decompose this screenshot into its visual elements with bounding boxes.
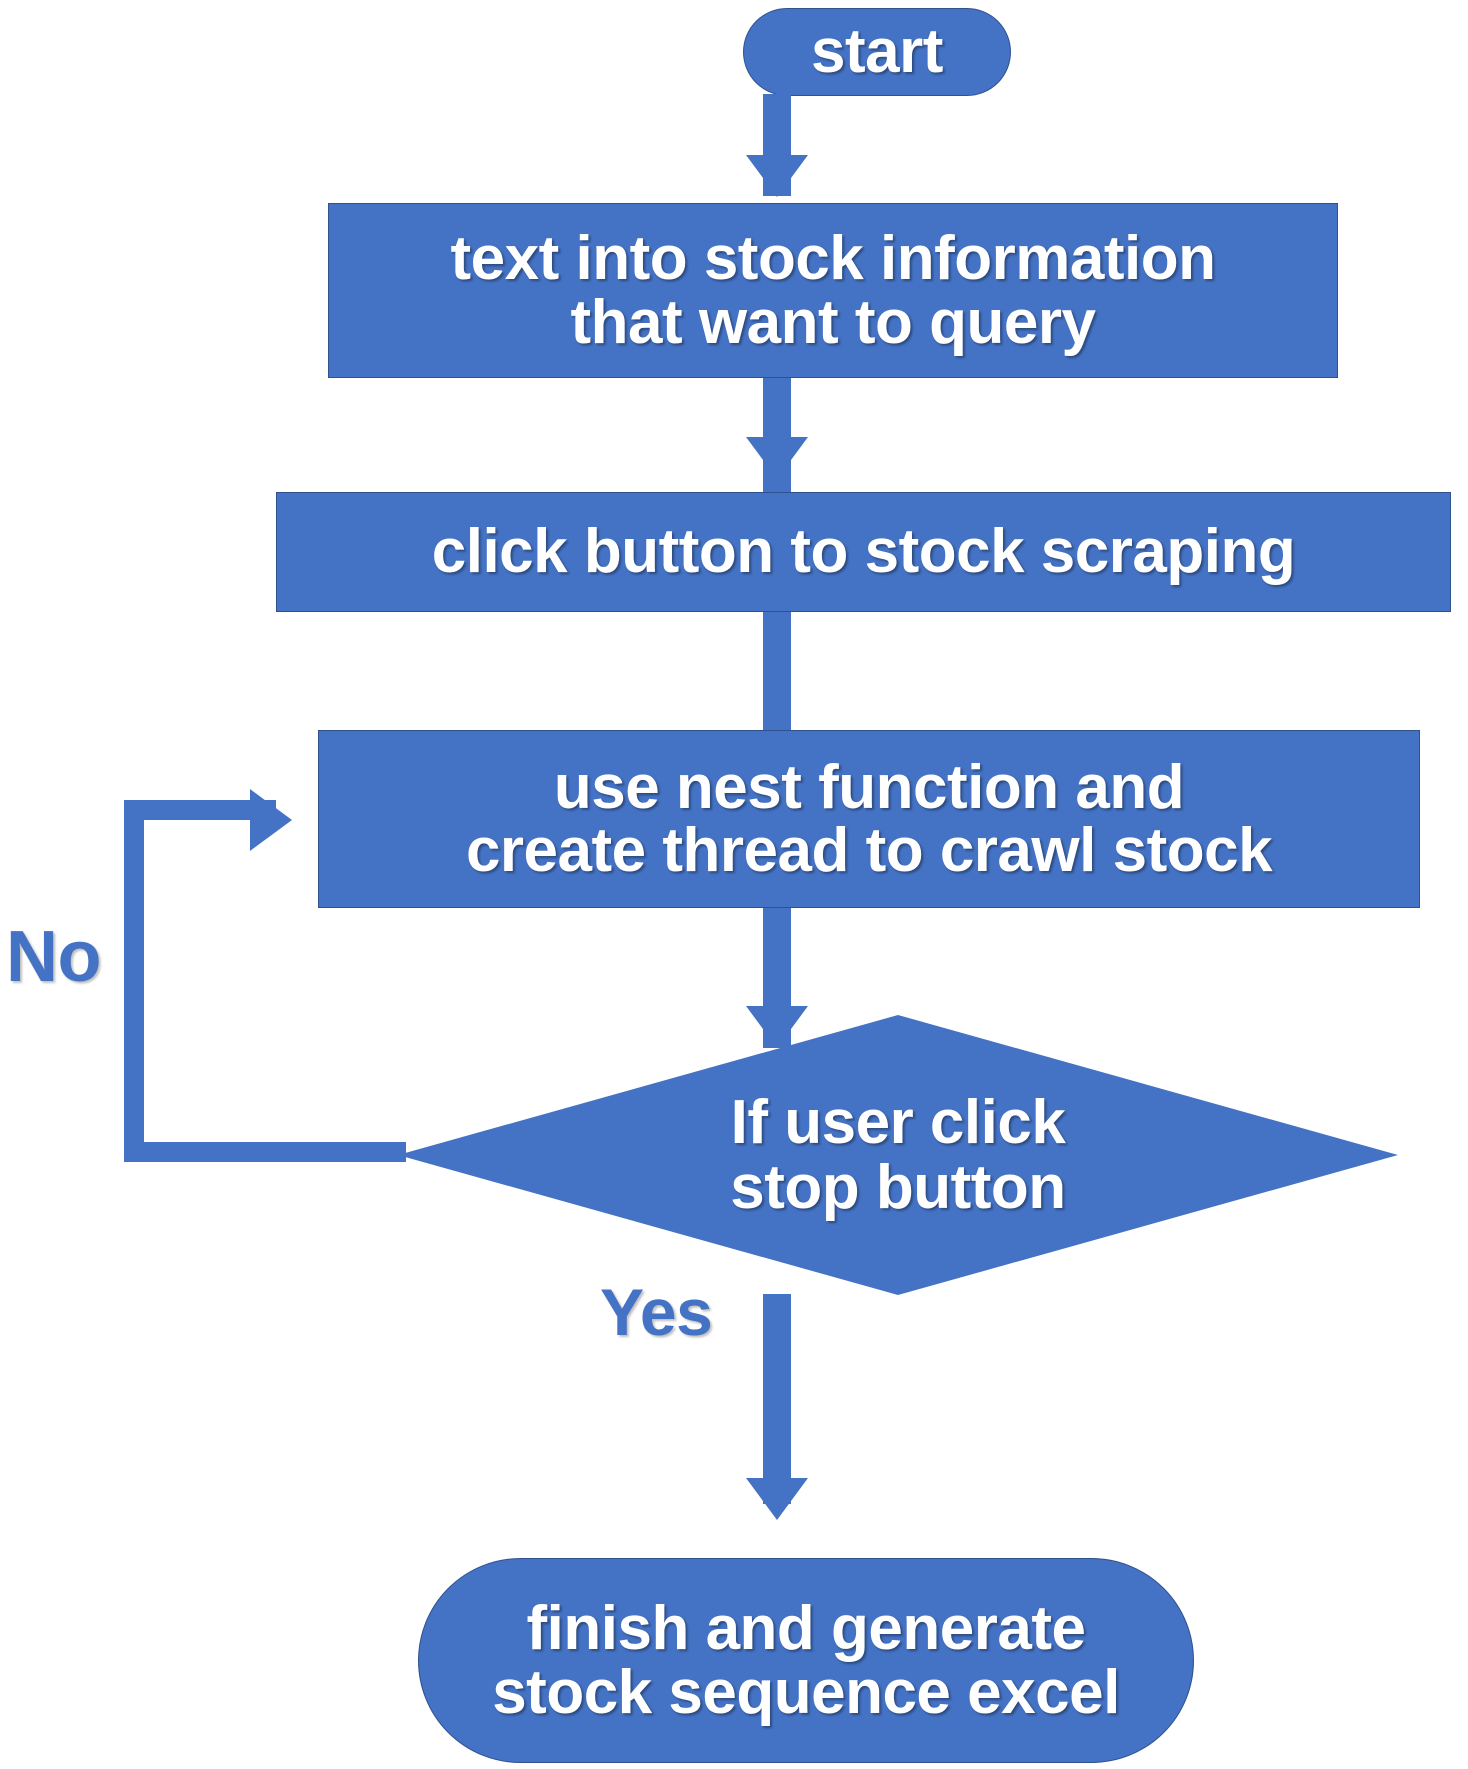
arrowhead-input-to-click	[746, 437, 808, 479]
node-crawl-stock[interactable]: use nest function and create thread to c…	[318, 730, 1420, 908]
node-click-button-scraping[interactable]: click button to stock scraping	[276, 492, 1451, 612]
connector-yes-vertical	[763, 1294, 791, 1504]
node-input-stock-information[interactable]: text into stock information that want to…	[328, 203, 1338, 378]
arrowhead-no-into-crawl	[250, 789, 292, 851]
arrowhead-start-to-input	[746, 155, 808, 197]
node-finish-generate-excel[interactable]: finish and generate stock sequence excel	[418, 1558, 1194, 1763]
connector-no-horizontal-lower	[124, 1142, 406, 1162]
node-decision-stop-button[interactable]: If user click stop button	[398, 1015, 1398, 1295]
connector-no-horizontal-upper	[124, 800, 276, 820]
node-decision-label: If user click stop button	[730, 1087, 1066, 1222]
arrowhead-crawl-to-decision	[746, 1006, 808, 1048]
node-start[interactable]: start	[743, 8, 1011, 96]
connector-no-vertical	[124, 800, 144, 1162]
edge-label-yes: Yes	[600, 1275, 713, 1349]
arrowhead-yes-into-finish	[746, 1478, 808, 1520]
edge-label-no: No	[6, 917, 101, 997]
